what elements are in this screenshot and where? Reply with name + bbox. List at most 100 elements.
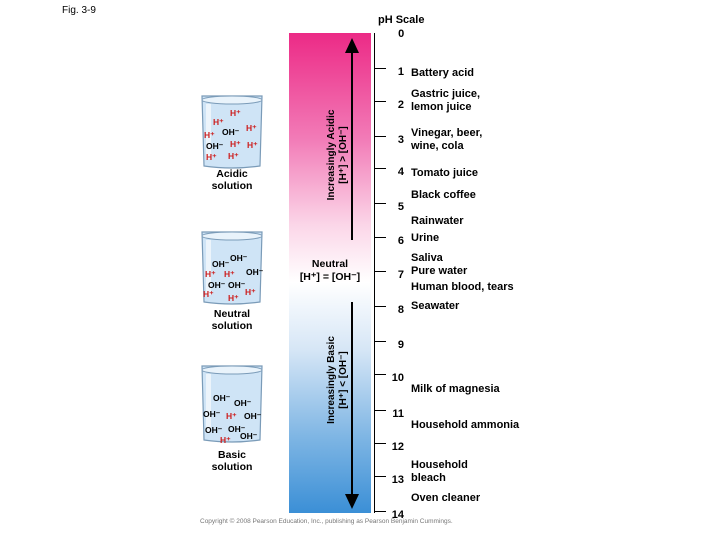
acidic-arrow-label: Increasingly Acidic [H⁺] > [OH⁻]	[326, 80, 356, 230]
ph-tick	[374, 203, 386, 204]
hydrogen-ion: H⁺	[205, 269, 216, 279]
ph-zero-label: 0	[398, 28, 405, 40]
figure-label: Fig. 3-9	[62, 5, 96, 16]
ph-number: 5	[397, 201, 404, 213]
hydroxide-ion: OH⁻	[228, 280, 246, 290]
neutral-solution-label-line2: solution	[211, 320, 253, 332]
acidic-solution-label-line1: Acidic	[216, 168, 248, 180]
acidic-arrow-label-line1: Increasingly Acidic	[326, 109, 337, 201]
ph-example-label: Household ammonia	[411, 419, 519, 432]
hydrogen-ion: H⁺	[246, 123, 257, 133]
ph-tick	[374, 511, 386, 512]
ph-tick	[374, 476, 386, 477]
ph-number: 9	[397, 339, 404, 351]
ph-example-line: Household ammonia	[411, 419, 520, 431]
ph-example-line: Vinegar, beer,	[411, 127, 483, 139]
ph-example-label: Tomato juice	[411, 167, 478, 180]
hydrogen-ion: H⁺	[204, 130, 215, 140]
ph-example-label: Milk of magnesia	[411, 383, 500, 396]
hydroxide-ion: OH⁻	[234, 398, 252, 408]
ph-example-label: Battery acid	[411, 67, 474, 80]
ph-number: 1	[397, 66, 404, 78]
ph-example-line: Oven cleaner	[411, 492, 481, 504]
ph-tick	[374, 443, 386, 444]
ph-example-line: Household	[411, 459, 468, 471]
ph-example-line: Human blood, tears	[411, 281, 514, 293]
ph-tick	[374, 410, 386, 411]
ph-tick	[374, 101, 386, 102]
hydrogen-ion: H⁺	[228, 293, 239, 303]
basic-solution-label: Basic solution	[196, 449, 268, 473]
ph-example-line: Black coffee	[411, 189, 476, 201]
ph-example-label: Gastric juice,lemon juice	[411, 88, 480, 114]
ph-example-line: Rainwater	[411, 215, 464, 227]
neutral-solution-label: Neutral solution	[196, 308, 268, 332]
basic-arrow-line	[351, 302, 353, 498]
hydroxide-ion: OH⁻	[212, 259, 230, 269]
neutral-label-line1: Neutral	[311, 258, 349, 270]
acidic-beaker	[201, 95, 263, 169]
hydrogen-ion: H⁺	[228, 151, 239, 161]
hydroxide-ion: OH⁻	[228, 424, 246, 434]
acidic-arrow-head	[345, 38, 359, 53]
ph-example-line: Pure water	[411, 265, 468, 277]
ph-number: 3	[397, 134, 404, 146]
ph-example-line: Seawater	[411, 300, 460, 312]
ph-example-label: Saliva	[411, 252, 443, 265]
basic-arrow-head	[345, 494, 359, 509]
hydrogen-ion: H⁺	[230, 108, 241, 118]
ph-example-line: Milk of magnesia	[411, 383, 500, 395]
hydroxide-ion: OH⁻	[206, 141, 224, 151]
ph-example-label: Black coffee	[411, 189, 476, 202]
basic-arrow-label-line2: [H⁺] < [OH⁻]	[338, 351, 349, 409]
ph-example-line: lemon juice	[411, 101, 472, 113]
ph-tick	[374, 237, 386, 238]
ph-tick	[374, 271, 386, 272]
hydrogen-ion: H⁺	[230, 139, 241, 149]
ph-number: 13	[391, 474, 404, 486]
hydroxide-ion: OH⁻	[240, 431, 258, 441]
acidic-solution-label-line2: solution	[211, 180, 253, 192]
hydrogen-ion: H⁺	[245, 287, 256, 297]
hydroxide-ion: OH⁻	[246, 267, 264, 277]
hydroxide-ion: OH⁻	[205, 425, 223, 435]
hydrogen-ion: H⁺	[213, 117, 224, 127]
ph-example-label: Human blood, tears	[411, 281, 514, 294]
hydrogen-ion: H⁺	[203, 289, 214, 299]
ph-number: 14	[391, 509, 404, 521]
ph-tick	[374, 136, 386, 137]
ph-number: 6	[397, 235, 404, 247]
hydroxide-ion: OH⁻	[244, 411, 262, 421]
ph-example-label: Oven cleaner	[411, 492, 480, 505]
copyright-text: Copyright © 2008 Pearson Education, Inc.…	[200, 518, 453, 525]
ph-tick	[374, 341, 386, 342]
hydrogen-ion: H⁺	[247, 140, 258, 150]
ph-example-label: Seawater	[411, 300, 459, 313]
hydrogen-ion: H⁺	[206, 152, 217, 162]
basic-solution-label-line2: solution	[211, 461, 253, 473]
ph-axis-line	[374, 33, 375, 513]
hydroxide-ion: OH⁻	[203, 409, 221, 419]
ph-tick	[374, 168, 386, 169]
ph-tick	[374, 306, 386, 307]
neutral-beaker	[201, 231, 263, 305]
ph-number: 7	[397, 269, 404, 281]
ph-example-label: Vinegar, beer,wine, cola	[411, 127, 482, 153]
ph-gradient-bar	[289, 33, 371, 513]
hydroxide-ion: OH⁻	[213, 393, 231, 403]
acidic-solution-label: Acidic solution	[196, 168, 268, 192]
ph-tick	[374, 374, 386, 375]
ph-scale-title-text: pH Scale	[378, 14, 425, 26]
basic-arrow-label-line1: Increasingly Basic	[326, 336, 337, 424]
neutral-label: Neutral [H⁺] = [OH⁻]	[290, 258, 370, 284]
hydrogen-ion: H⁺	[220, 435, 231, 445]
ph-example-line: wine, cola	[411, 140, 464, 152]
ph-example-line: Battery acid	[411, 67, 474, 79]
ph-number: 4	[397, 166, 404, 178]
hydroxide-ion: OH⁻	[222, 127, 240, 137]
hydroxide-ion: OH⁻	[230, 253, 248, 263]
basic-solution-label-line1: Basic	[217, 449, 247, 461]
hydrogen-ion: H⁺	[224, 269, 235, 279]
hydroxide-ion: OH⁻	[208, 280, 226, 290]
